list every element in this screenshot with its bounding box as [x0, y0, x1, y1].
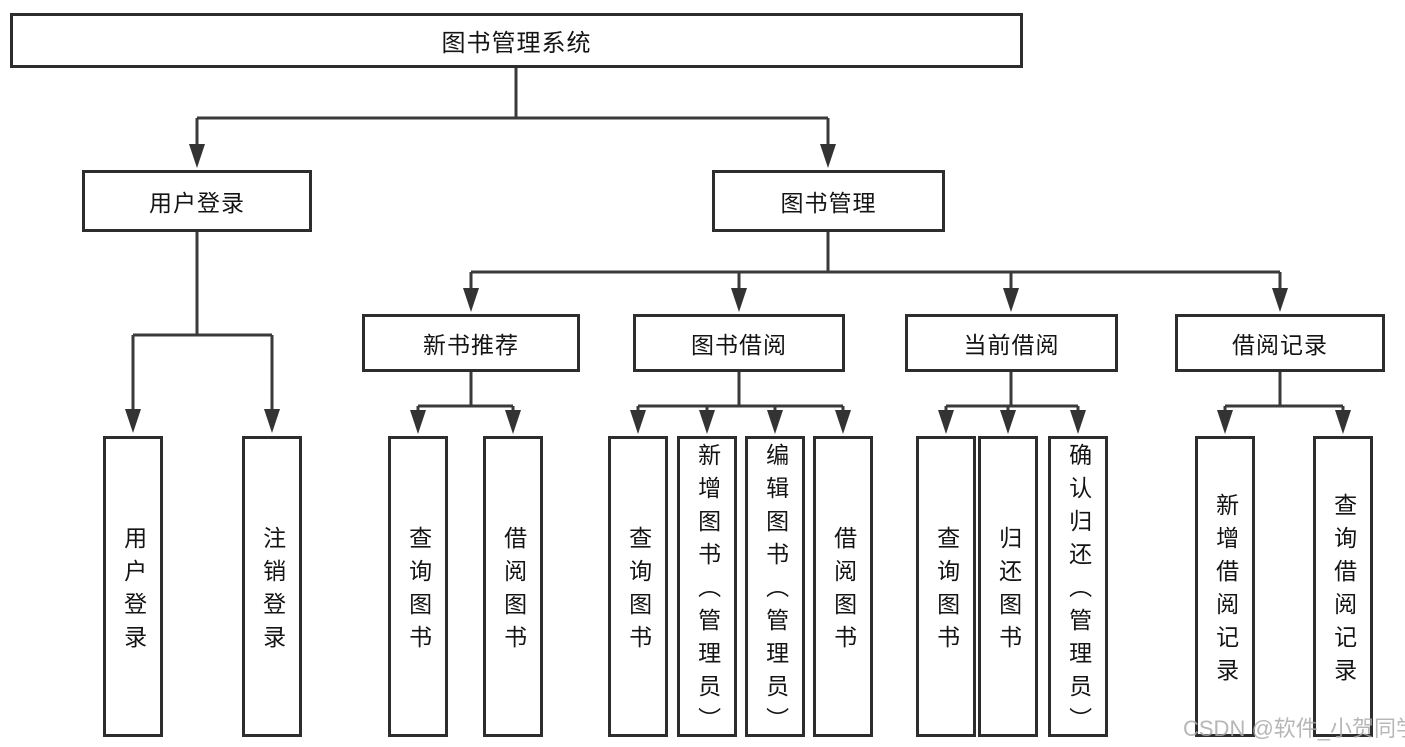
- leaf-recommend-query-book-label: 查询图书: [405, 525, 432, 658]
- leaf-borrow-book-label: 借阅图书: [830, 525, 857, 658]
- leaf-confirm-return-admin-label: 确认归还（管理员）: [1065, 443, 1092, 740]
- leaf-edit-book-admin: 编辑图书（管理员）: [745, 436, 805, 740]
- leaf-add-book-admin-label: 新增图书（管理员）: [694, 443, 721, 740]
- leaf-query-borrow-record: 查询借阅记录: [1313, 436, 1373, 737]
- node-user-login: 用户登录: [82, 170, 312, 232]
- leaf-edit-book-admin-label: 编辑图书（管理员）: [762, 443, 789, 740]
- node-borrow-records-label: 借阅记录: [1232, 332, 1328, 358]
- node-book-borrow: 图书借阅: [633, 314, 845, 372]
- leaf-user-login-label: 用户登录: [120, 525, 147, 658]
- leaf-borrow-book: 借阅图书: [813, 436, 873, 737]
- arrowheads: [125, 144, 1351, 434]
- leaf-current-query-book-label: 查询图书: [933, 525, 960, 658]
- leaf-query-borrow-record-label: 查询借阅记录: [1330, 492, 1357, 691]
- node-root-library-system: 图书管理系统: [10, 13, 1023, 68]
- node-new-book-recommend: 新书推荐: [362, 314, 580, 372]
- node-root-label: 图书管理系统: [441, 30, 592, 57]
- leaf-add-borrow-record-label: 新增借阅记录: [1212, 492, 1239, 691]
- leaf-borrow-query-book: 查询图书: [608, 436, 668, 737]
- leaf-current-query-book: 查询图书: [916, 436, 976, 737]
- node-book-management: 图书管理: [712, 170, 945, 232]
- node-book-management-label: 图书管理: [780, 190, 877, 216]
- node-new-book-recommend-label: 新书推荐: [423, 332, 519, 358]
- leaf-user-login: 用户登录: [103, 436, 163, 737]
- leaf-logout-label: 注销登录: [259, 525, 286, 658]
- leaf-recommend-borrow-book: 借阅图书: [483, 436, 543, 737]
- leaf-add-borrow-record: 新增借阅记录: [1195, 436, 1255, 737]
- leaf-add-book-admin: 新增图书（管理员）: [677, 436, 737, 740]
- leaf-return-book: 归还图书: [978, 436, 1038, 737]
- node-current-borrow: 当前借阅: [905, 314, 1118, 372]
- node-user-login-label: 用户登录: [149, 190, 245, 216]
- leaf-recommend-borrow-book-label: 借阅图书: [500, 525, 527, 658]
- csdn-watermark: CSDN @软件_小贺同学: [1183, 716, 1405, 741]
- leaf-return-book-label: 归还图书: [995, 525, 1022, 658]
- leaf-borrow-query-book-label: 查询图书: [625, 525, 652, 658]
- node-borrow-records: 借阅记录: [1175, 314, 1385, 372]
- leaf-confirm-return-admin: 确认归还（管理员）: [1048, 436, 1108, 740]
- node-current-borrow-label: 当前借阅: [963, 332, 1060, 358]
- leaf-logout: 注销登录: [242, 436, 302, 737]
- leaf-recommend-query-book: 查询图书: [388, 436, 448, 737]
- node-book-borrow-label: 图书借阅: [691, 332, 787, 358]
